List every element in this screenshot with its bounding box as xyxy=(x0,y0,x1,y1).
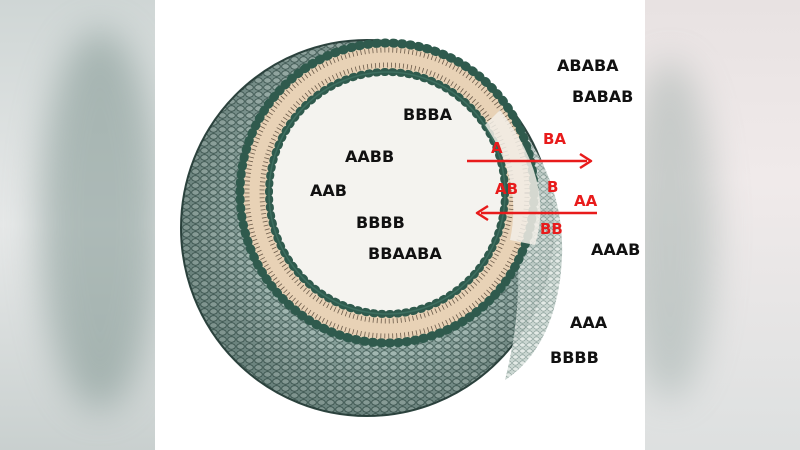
diagram-panel: BBBA AABB AAB BBBB BBAABA ABABA BABAB AA… xyxy=(155,0,645,450)
arrow-inward-head xyxy=(475,204,489,222)
exterior-label-babab: BABAB xyxy=(572,87,634,106)
transport-label-aa: AA xyxy=(574,192,598,210)
exterior-label-aaab: AAAB xyxy=(591,240,641,259)
transport-label-a: A xyxy=(491,139,503,157)
interior-label-aabb: AABB xyxy=(345,147,395,166)
interior-label-aab: AAB xyxy=(310,181,347,200)
transport-label-bb: BB xyxy=(540,220,563,238)
transport-arrows xyxy=(467,152,597,222)
cell-diagram xyxy=(180,38,597,417)
transport-label-ab: AB xyxy=(495,180,519,198)
exterior-label-ababa: ABABA xyxy=(557,56,619,75)
exterior-label-bbbb: BBBB xyxy=(550,348,599,367)
arrow-outward-head xyxy=(579,152,593,170)
left-blurred-margin xyxy=(0,0,160,450)
interior-label-bbbb: BBBB xyxy=(356,213,405,232)
right-blurred-margin xyxy=(625,0,800,450)
transport-label-b: B xyxy=(547,178,559,196)
interior-label-bbaaba: BBAABA xyxy=(368,244,442,263)
membrane xyxy=(235,38,541,348)
exterior-label-aaa: AAA xyxy=(570,313,608,332)
interior-label-bbba: BBBA xyxy=(403,105,452,124)
transport-label-ba: BA xyxy=(543,130,567,148)
